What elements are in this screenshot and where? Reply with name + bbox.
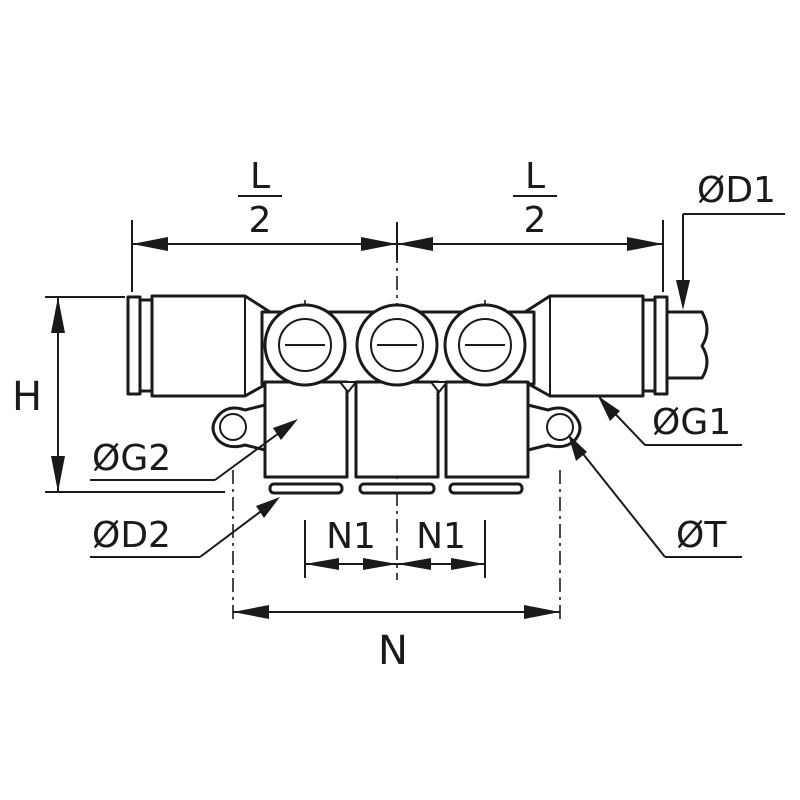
tube-d1 xyxy=(665,310,709,380)
left-push-in-fitting xyxy=(126,294,272,398)
l-half-right-numerator: L xyxy=(525,156,545,197)
mounting-holes xyxy=(211,403,582,452)
label-g1: ØG1 xyxy=(652,402,731,443)
label-g2: ØG2 xyxy=(92,438,171,479)
leader-g1 xyxy=(598,396,742,446)
outlet-bodies xyxy=(263,380,530,479)
leader-d2 xyxy=(90,497,280,558)
dimension-n1 xyxy=(304,520,486,578)
label-n: N xyxy=(378,628,408,674)
outlet-collets xyxy=(268,482,524,495)
l-half-right-denominator: 2 xyxy=(524,200,547,241)
leader-g2 xyxy=(90,419,298,481)
label-d1: ØD1 xyxy=(697,170,776,211)
leader-t xyxy=(568,434,742,558)
label-h: H xyxy=(12,374,42,420)
label-t: ØT xyxy=(676,515,727,556)
right-push-in-fitting xyxy=(523,294,669,398)
label-n1-right: N1 xyxy=(416,516,466,557)
dimension-n xyxy=(233,605,560,619)
outlet-rings xyxy=(263,303,527,387)
label-n1-left: N1 xyxy=(326,516,376,557)
l-half-left-numerator: L xyxy=(250,156,270,197)
dimension-l-half xyxy=(131,195,664,292)
leader-d1 xyxy=(676,213,785,310)
dimension-h xyxy=(45,296,225,493)
label-d2: ØD2 xyxy=(92,515,171,556)
l-half-left-denominator: 2 xyxy=(249,200,272,241)
